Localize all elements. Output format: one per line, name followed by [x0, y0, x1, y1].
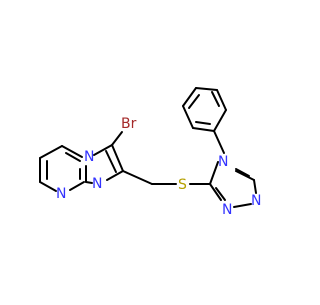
bond	[215, 187, 226, 201]
bond	[39, 145, 63, 159]
bond	[216, 89, 227, 111]
atom-label-n: N	[84, 149, 94, 165]
bond	[192, 127, 215, 132]
bond	[211, 91, 220, 107]
bond	[195, 121, 211, 125]
structure-canvas: Br N N N S N N N	[39, 87, 261, 218]
bond	[61, 145, 83, 158]
bond	[235, 168, 250, 177]
bond	[111, 144, 124, 172]
bond	[69, 181, 85, 191]
bond	[195, 87, 218, 91]
bond	[213, 130, 225, 154]
bond	[105, 150, 117, 173]
bond	[235, 170, 255, 181]
bond	[188, 94, 200, 109]
bond	[85, 181, 93, 184]
atom-label-n: N	[222, 202, 232, 218]
atom-label-n: N	[218, 154, 228, 170]
atom-label-br: Br	[121, 116, 137, 132]
bond	[106, 170, 124, 181]
bond	[182, 105, 194, 129]
atom-label-n: N	[251, 193, 261, 209]
atom-label-s: S	[178, 177, 187, 193]
bond	[213, 109, 227, 132]
bond	[209, 183, 222, 201]
bond	[209, 161, 219, 185]
bond	[182, 87, 197, 107]
bond	[39, 181, 57, 192]
molecule-drawing: Br N N N S N N N	[39, 87, 261, 218]
bond	[122, 170, 153, 185]
bond	[93, 144, 113, 156]
atom-label-n: N	[56, 186, 66, 202]
bond	[111, 131, 123, 146]
bond	[233, 203, 252, 208]
bond	[253, 179, 257, 194]
atom-label-n: N	[92, 176, 102, 192]
bond	[65, 152, 81, 162]
